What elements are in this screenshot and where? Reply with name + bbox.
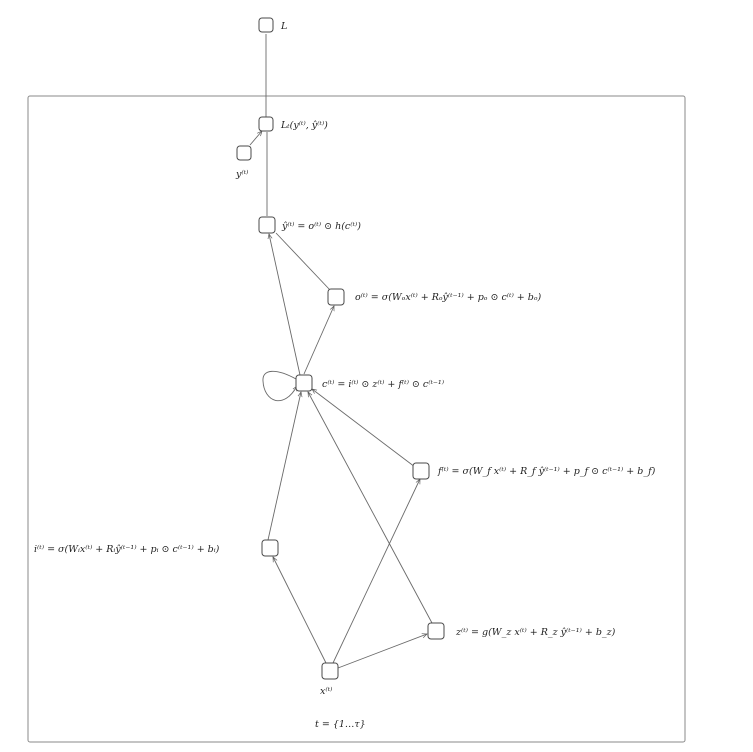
node-c: c⁽ᵗ⁾ = i⁽ᵗ⁾ ⊙ z⁽ᵗ⁾ + f⁽ᵗ⁾ ⊙ c⁽ᵗ⁻¹⁾ [295, 374, 445, 392]
edge-f-to-c [312, 389, 416, 468]
edge-x-to-z [337, 634, 427, 669]
node-c-label: c⁽ᵗ⁾ = i⁽ᵗ⁾ ⊙ z⁽ᵗ⁾ + f⁽ᵗ⁾ ⊙ c⁽ᵗ⁻¹⁾ [322, 379, 445, 390]
node-x: x⁽ᵗ⁾ [320, 662, 339, 697]
node-f: f⁽ᵗ⁾ = σ(W_f x⁽ᵗ⁾ + R_f ŷ⁽ᵗ⁻¹⁾ + p_f ⊙ c… [412, 462, 656, 480]
node-f-label: f⁽ᵗ⁾ = σ(W_f x⁽ᵗ⁾ + R_f ŷ⁽ᵗ⁻¹⁾ + p_f ⊙ c… [437, 466, 656, 477]
node-i-label: i⁽ᵗ⁾ = σ(Wᵢx⁽ᵗ⁾ + Rᵢŷ⁽ᵗ⁻¹⁾ + pᵢ ⊙ c⁽ᵗ⁻¹⁾… [34, 544, 220, 555]
node-L-label: L [280, 21, 287, 32]
node-y: y⁽ᵗ⁾ [235, 145, 252, 180]
node-i: i⁽ᵗ⁾ = σ(Wᵢx⁽ᵗ⁾ + Rᵢŷ⁽ᵗ⁻¹⁾ + pᵢ ⊙ c⁽ᵗ⁻¹⁾… [34, 539, 279, 557]
edge-i-to-c [267, 392, 301, 541]
plate-label: t = {1…τ} [315, 719, 366, 730]
edges [249, 34, 433, 669]
node-yhat: ŷ⁽ᵗ⁾ = o⁽ᵗ⁾ ⊙ h(c⁽ᵗ⁾) [258, 216, 361, 234]
node-yhat-label: ŷ⁽ᵗ⁾ = o⁽ᵗ⁾ ⊙ h(c⁽ᵗ⁾) [281, 221, 361, 232]
edge-z-to-c [307, 392, 433, 624]
edge-c-self-loop [262, 370, 298, 402]
node-Lt-label: Lₜ(y⁽ᵗ⁾, ŷ⁽ᵗ⁾) [280, 120, 328, 131]
node-x-label: x⁽ᵗ⁾ [320, 686, 333, 697]
node-z: z⁽ᵗ⁾ = g(W_z x⁽ᵗ⁾ + R_z ŷ⁽ᵗ⁻¹⁾ + b_z) [427, 622, 616, 640]
time-plate [27, 95, 686, 743]
edge-o-to-yhat [275, 232, 331, 291]
node-z-label: z⁽ᵗ⁾ = g(W_z x⁽ᵗ⁾ + R_z ŷ⁽ᵗ⁻¹⁾ + b_z) [455, 627, 616, 638]
edge-c-to-yhat [269, 234, 301, 376]
node-o-label: o⁽ᵗ⁾ = σ(Wₒx⁽ᵗ⁾ + Rₒŷ⁽ᵗ⁻¹⁾ + pₒ ⊙ c⁽ᵗ⁾ +… [355, 292, 542, 303]
node-L: L [258, 17, 287, 33]
edge-c-to-o [303, 306, 335, 375]
edge-x-to-i [272, 557, 327, 664]
node-Lt: Lₜ(y⁽ᵗ⁾, ŷ⁽ᵗ⁾) [258, 116, 328, 132]
edge-y-to-Lt [249, 131, 262, 146]
edge-x-to-f [332, 479, 421, 664]
node-y-label: y⁽ᵗ⁾ [235, 169, 249, 180]
node-o: o⁽ᵗ⁾ = σ(Wₒx⁽ᵗ⁾ + Rₒŷ⁽ᵗ⁻¹⁾ + pₒ ⊙ c⁽ᵗ⁾ +… [327, 288, 542, 306]
